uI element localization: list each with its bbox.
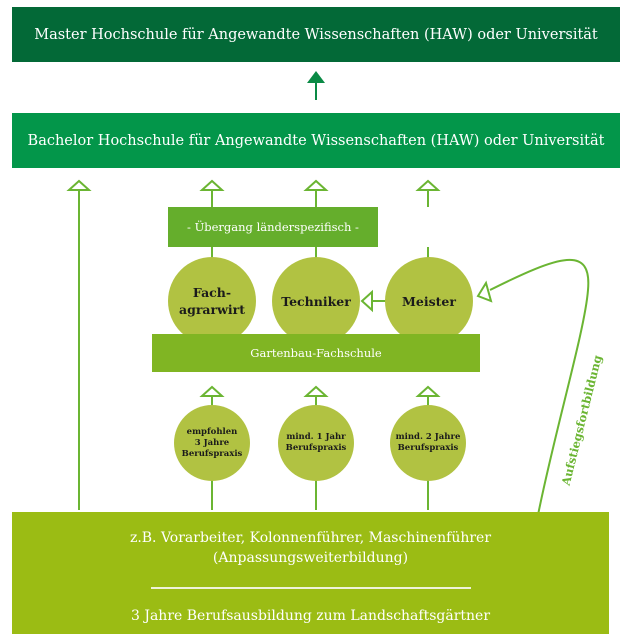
circle-fachagrarwirt: Fach- agrarwirt bbox=[168, 257, 256, 345]
uebergang-label: - Übergang länderspezifisch - bbox=[187, 220, 359, 234]
uebergang-box: - Übergang länderspezifisch - bbox=[168, 207, 378, 247]
arrow-meister-to-bachelor bbox=[415, 179, 441, 262]
arrow-ausbildung-to-bachelor bbox=[66, 179, 92, 510]
req1-line2: 3 Jahre bbox=[194, 437, 230, 448]
ausbildung-label: 3 Jahre Berufsausbildung zum Landschafts… bbox=[130, 608, 491, 624]
circle-meister: Meister bbox=[385, 257, 473, 345]
bachelor-box: Bachelor Hochschule für Angewandte Wisse… bbox=[12, 113, 620, 168]
master-box: Master Hochschule für Angewandte Wissens… bbox=[12, 7, 620, 62]
bachelor-label: Bachelor Hochschule für Angewandte Wisse… bbox=[27, 132, 605, 149]
circle-requirement-meister: mind. 2 Jahre Berufspraxis bbox=[390, 405, 466, 481]
circle-requirement-fachagrarwirt: empfohlen 3 Jahre Berufspraxis bbox=[174, 405, 250, 481]
fachschule-label: Gartenbau-Fachschule bbox=[250, 346, 382, 360]
req3-line1: mind. 2 Jahre bbox=[395, 432, 461, 442]
req1-line1: empfohlen bbox=[186, 426, 238, 437]
separator-line bbox=[150, 587, 471, 589]
weiterbildung-examples: z.B. Vorarbeiter, Kolonnenführer, Maschi… bbox=[129, 530, 492, 546]
circle-fachagrarwirt-line2: agrarwirt bbox=[179, 302, 245, 317]
circle-techniker-label: Techniker bbox=[281, 293, 351, 309]
master-label: Master Hochschule für Angewandte Wissens… bbox=[34, 26, 598, 43]
ausbildung-box: z.B. Vorarbeiter, Kolonnenführer, Maschi… bbox=[12, 512, 609, 634]
arrow-aufstiegsfortbildung bbox=[476, 258, 590, 516]
req2-line2: Berufspraxis bbox=[285, 443, 347, 453]
circle-fachagrarwirt-line1: Fach- bbox=[192, 285, 232, 300]
fachschule-box: Gartenbau-Fachschule bbox=[152, 334, 480, 372]
weiterbildung-type: (Anpassungsweiterbildung) bbox=[212, 550, 409, 566]
circle-meister-label: Meister bbox=[402, 293, 456, 309]
circle-requirement-techniker: mind. 1 Jahr Berufspraxis bbox=[278, 405, 354, 481]
req1-line3: Berufspraxis bbox=[181, 448, 243, 459]
req3-line2: Berufspraxis bbox=[397, 443, 459, 453]
req2-line1: mind. 1 Jahr bbox=[286, 432, 346, 442]
arrow-meister-to-techniker bbox=[360, 289, 386, 313]
arrow-bachelor-to-master bbox=[307, 71, 325, 100]
circle-techniker: Techniker bbox=[272, 257, 360, 345]
